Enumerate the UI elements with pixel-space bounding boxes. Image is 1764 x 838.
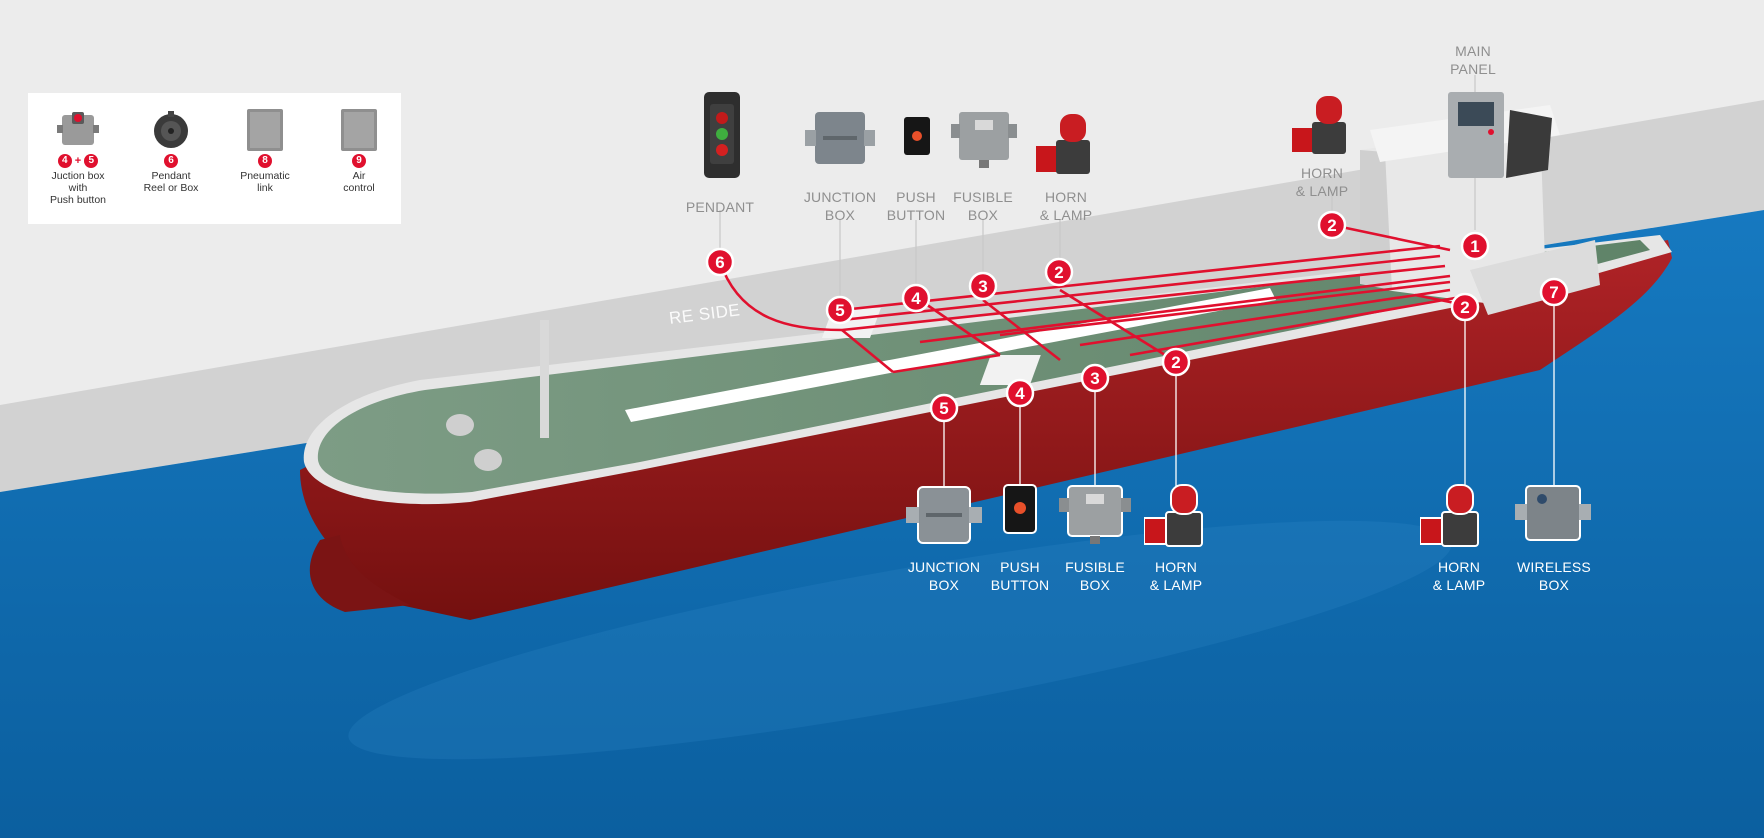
legend-badge: 5 <box>84 154 99 168</box>
cable-routes <box>718 223 1466 374</box>
horn-lamp-icon-top <box>1036 114 1090 174</box>
marker-wireless: 7 <box>1539 277 1569 307</box>
marker-number: 4 <box>911 289 921 308</box>
pneumatic-link-icon <box>247 109 283 151</box>
marker-number: 2 <box>1327 216 1336 235</box>
legend-item-pneumatic-link: 8 Pneumatic link <box>220 109 310 194</box>
fusible-box-icon-top <box>951 112 1017 168</box>
marker-number: 4 <box>1015 384 1025 403</box>
label-horn-lamp-bottom: HORN & LAMP <box>1149 559 1203 593</box>
marker-circle <box>1080 363 1110 393</box>
junction-box-push-button-icon <box>57 112 99 145</box>
marker-circle <box>825 295 855 325</box>
horn-lamp-icon-bottom <box>1144 484 1203 547</box>
marker-number: 5 <box>939 399 948 418</box>
marker-number: 3 <box>978 277 987 296</box>
label-main-panel: MAIN PANEL <box>1450 43 1496 77</box>
marker-junction-bottom: 5 <box>929 393 959 423</box>
marker-number: 5 <box>835 301 844 320</box>
bow-winch-2 <box>474 449 502 471</box>
marker-number: 3 <box>1090 369 1099 388</box>
main-panel-icon <box>1448 92 1504 178</box>
marker-fusible-top: 3 <box>968 271 998 301</box>
junction-box-icon-top <box>805 112 875 164</box>
marker-circle <box>1044 257 1074 287</box>
marker-circle <box>1005 378 1035 408</box>
marker-push-top: 4 <box>901 283 931 313</box>
cable-reel-icon <box>154 111 188 148</box>
marker-number: 6 <box>715 253 724 272</box>
legend-plus: + <box>74 155 82 167</box>
marker-horn-right: 2 <box>1450 292 1480 322</box>
marker-number: 7 <box>1549 283 1558 302</box>
label-horn-lamp-top: HORN & LAMP <box>1039 189 1093 223</box>
legend-label: Juction box with Push button <box>49 170 107 206</box>
marker-circle <box>1317 210 1347 240</box>
label-fusible-box-top: FUSIBLE BOX <box>953 189 1013 223</box>
marker-fusible-bottom: 3 <box>1080 363 1110 393</box>
horn-lamp-icon-right <box>1420 484 1479 547</box>
marker-circle <box>929 393 959 423</box>
label-horn-lamp-bridge: HORN & LAMP <box>1295 165 1349 199</box>
label-wireless-box: WIRELESS BOX <box>1517 559 1591 593</box>
junction-box-icon-bottom <box>906 486 982 544</box>
legend-label: Pneumatic link <box>240 170 290 194</box>
marker-circle <box>1539 277 1569 307</box>
rear-housing <box>1470 240 1600 315</box>
funnel <box>1506 110 1552 178</box>
marker-circle <box>705 247 735 277</box>
marker-circle <box>1450 292 1480 322</box>
legend-label: Air control <box>343 170 375 194</box>
marker-circle <box>968 271 998 301</box>
legend-item-air-control: 9 Air control <box>314 109 404 194</box>
label-horn-lamp-right: HORN & LAMP <box>1432 559 1486 593</box>
fusible-box-icon-bottom <box>1059 485 1131 544</box>
label-fusible-box-bottom: FUSIBLE BOX <box>1065 559 1125 593</box>
marker-pendant: 6 <box>705 247 735 277</box>
bow-winch-1 <box>446 414 474 436</box>
ship-reflection <box>348 520 1452 760</box>
marker-main-panel: 1 <box>1460 231 1490 261</box>
legend-badge: 4 <box>57 154 72 168</box>
marker-circle <box>901 283 931 313</box>
deck-hatch-2 <box>979 355 1041 385</box>
marker-horn-top: 2 <box>1044 257 1074 287</box>
marker-number: 2 <box>1171 353 1180 372</box>
horn-lamp-icon-bridge <box>1292 96 1346 154</box>
marker-number: 1 <box>1470 237 1479 256</box>
marker-horn-bottom: 2 <box>1161 347 1191 377</box>
ship-deck <box>317 240 1650 494</box>
ship-bulb <box>309 535 410 612</box>
push-button-icon-bottom <box>1003 484 1037 534</box>
marker-circle <box>1161 347 1191 377</box>
legend-label: Pendant Reel or Box <box>143 170 199 194</box>
marker-horn-bridge: 2 <box>1317 210 1347 240</box>
legend-item-junction-push: 4 + 5 Juction box with Push button <box>33 109 123 206</box>
marker-circle <box>1460 231 1490 261</box>
leader-lines-sea <box>943 292 1555 486</box>
marker-junction-top: 5 <box>825 295 855 325</box>
pendant-icon <box>704 92 740 178</box>
push-button-icon-top <box>904 117 930 155</box>
air-control-icon <box>341 109 377 151</box>
marker-number: 2 <box>1460 298 1469 317</box>
legend-badge: 9 <box>352 154 366 168</box>
label-pendant: PENDANT <box>685 199 755 215</box>
legend-badge: 8 <box>258 154 272 168</box>
legend-panel: 4 + 5 Juction box with Push button 6 Pen… <box>28 93 401 224</box>
label-junction-box-bottom: JUNCTION BOX <box>907 559 981 593</box>
label-junction-box-top: JUNCTION BOX <box>803 189 877 223</box>
wireless-box-icon <box>1515 485 1591 541</box>
label-push-button-top: PUSH BUTTON <box>886 189 946 223</box>
ship-hull <box>300 240 1672 620</box>
marker-push-bottom: 4 <box>1005 378 1035 408</box>
bow-mast <box>540 320 549 438</box>
legend-item-pendant-reel: 6 Pendant Reel or Box <box>126 109 216 194</box>
marker-number: 2 <box>1054 263 1063 282</box>
legend-badge: 6 <box>164 154 178 168</box>
label-push-button-bottom: PUSH BUTTON <box>990 559 1050 593</box>
